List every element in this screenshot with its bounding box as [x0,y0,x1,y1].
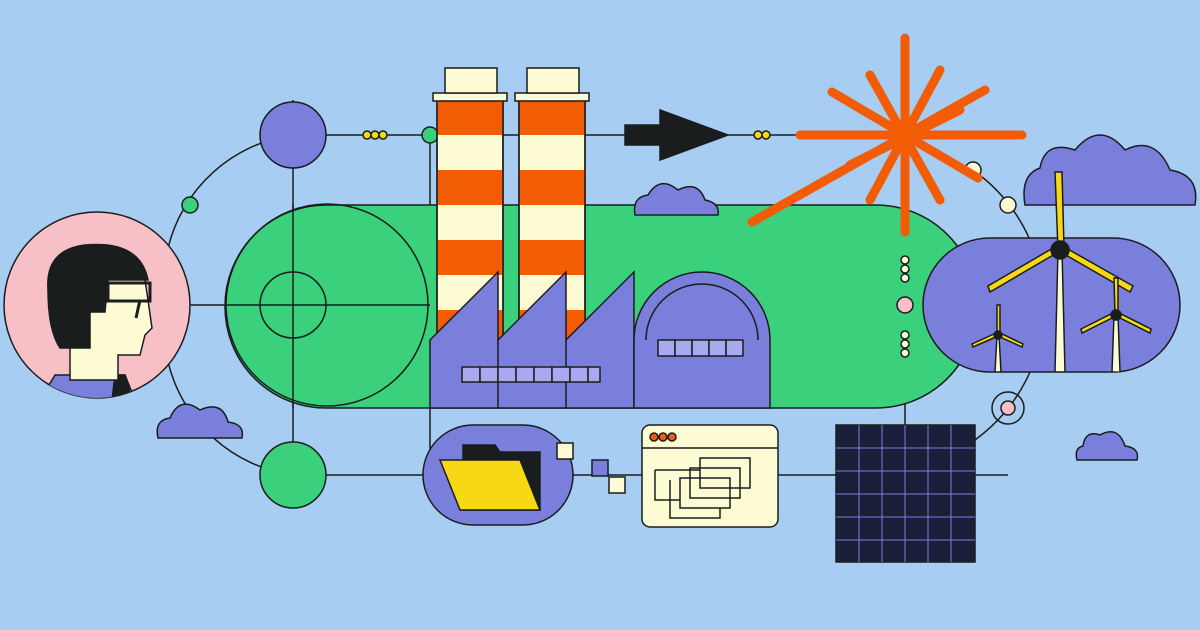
node-green [259,441,327,509]
node-small-green [181,196,199,214]
factory [429,270,771,409]
wind-turbines [922,171,1181,373]
node-ring [991,391,1025,425]
node-pink [896,296,914,314]
browser-window-icon [641,424,779,528]
person-avatar [3,211,191,399]
arrow-icon [624,108,731,162]
solar-panel [835,424,976,563]
starburst-icon [747,33,1027,237]
node-pink-2 [1000,400,1016,416]
clouds [156,134,1197,461]
node-small-green-2 [421,126,439,144]
node-purple [259,101,327,169]
dots-yellow [362,130,771,140]
folder-icon [422,424,626,526]
